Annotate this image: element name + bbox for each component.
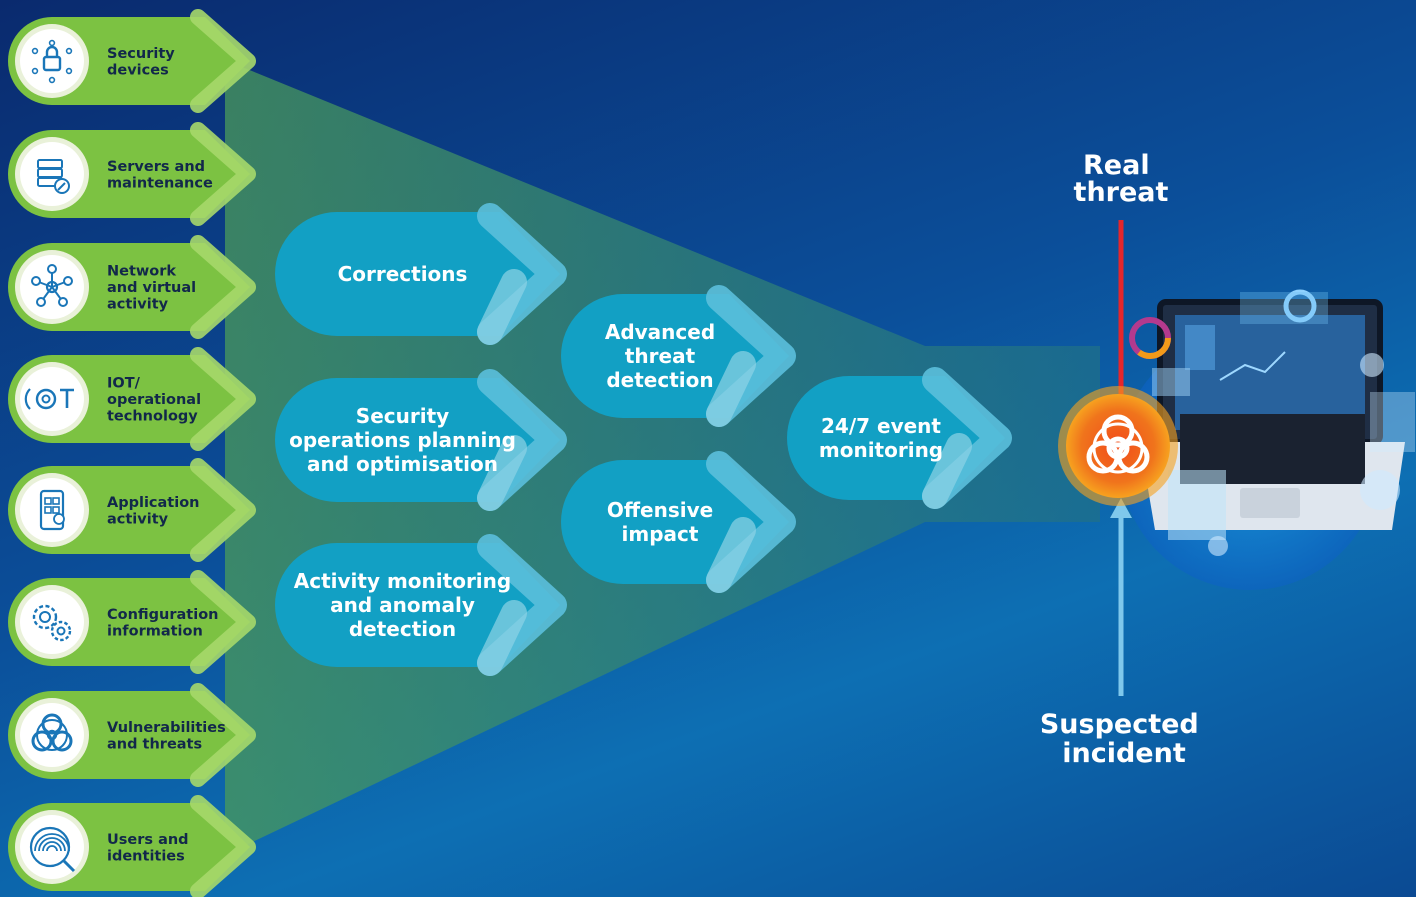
stage-label: Corrections <box>338 262 468 286</box>
padlock-circuit-icon <box>31 39 73 84</box>
biohazard-icon <box>31 713 73 752</box>
suspected-incident-arrow <box>1110 498 1132 696</box>
real-threat-label: Real threat <box>1074 150 1169 208</box>
biohazard-alert-icon <box>1058 386 1178 506</box>
fingerprint-search-icon <box>29 826 76 873</box>
stage-block: Corrections <box>275 203 567 345</box>
gears-icon <box>32 604 72 642</box>
iot-signal-icon <box>24 388 74 410</box>
suspected-incident-label: Suspected incident <box>1040 709 1208 769</box>
server-wrench-icon <box>37 159 70 194</box>
laptop-illustration <box>1120 289 1415 590</box>
network-nodes-icon <box>31 264 73 307</box>
mobile-apps-icon <box>39 489 65 531</box>
